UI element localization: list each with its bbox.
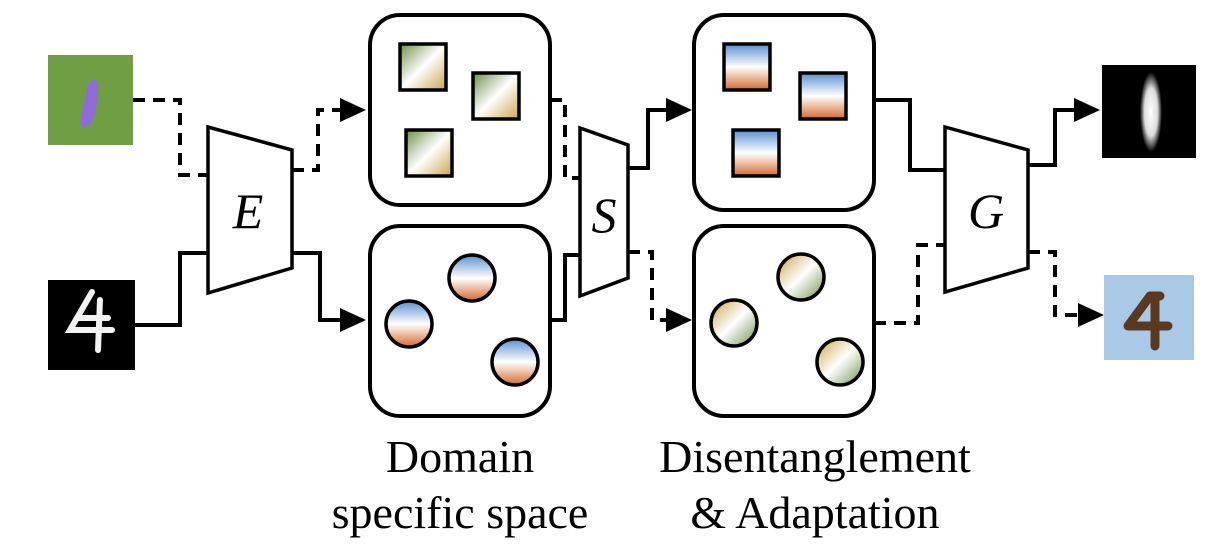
mnist-digit-glyph bbox=[1140, 72, 1162, 152]
separator-to-top-panel-connector bbox=[628, 108, 668, 170]
bottom-panel-to-separator-connector bbox=[550, 253, 582, 322]
generator-block: G bbox=[943, 124, 1030, 295]
arrow-head-icon bbox=[340, 98, 366, 122]
top-panel-to-separator-connector bbox=[550, 98, 582, 180]
gradient-square-icon bbox=[798, 71, 848, 121]
mnist-to-encoder-connector bbox=[135, 251, 210, 327]
separator-label: S bbox=[592, 187, 617, 243]
separator-to-bottom-panel-connector bbox=[628, 250, 668, 322]
gradient-square-icon bbox=[471, 71, 521, 121]
generator-label: G bbox=[968, 183, 1004, 239]
separator-block: S bbox=[578, 125, 630, 299]
gradient-circle-icon bbox=[815, 337, 865, 387]
output-svhn-image bbox=[1104, 275, 1194, 360]
gradient-circle-icon bbox=[490, 337, 540, 387]
caption-right-line1: Disentanglement bbox=[659, 431, 971, 482]
arrow-head-icon bbox=[1074, 98, 1100, 122]
svhn-to-encoder-connector bbox=[133, 98, 210, 177]
domain-specific-panel-circles bbox=[368, 224, 552, 418]
arrow-head-icon bbox=[666, 98, 692, 122]
encoder-to-bottom-panel-connector bbox=[292, 251, 345, 322]
encoder-to-top-panel-connector bbox=[292, 108, 345, 172]
gradient-square-icon bbox=[398, 42, 448, 92]
gradient-square-icon bbox=[404, 128, 454, 178]
gradient-circle-icon bbox=[384, 299, 434, 349]
caption-right-line2: & Adaptation bbox=[690, 487, 939, 538]
gradient-circle-icon bbox=[709, 298, 759, 348]
adaptation-panel-circles bbox=[692, 224, 876, 418]
input-mnist-image bbox=[48, 280, 135, 370]
adaptation-panel-squares bbox=[692, 13, 876, 212]
caption-left-line1: Domain bbox=[386, 431, 534, 482]
gradient-circle-icon bbox=[447, 253, 497, 303]
encoder-block: E bbox=[206, 124, 294, 296]
caption-left-line2: specific space bbox=[332, 487, 589, 538]
encoder-label: E bbox=[232, 183, 264, 239]
svhn-digit-glyph bbox=[80, 79, 99, 128]
domain-specific-panel-squares bbox=[368, 13, 552, 207]
gradient-square-icon bbox=[731, 128, 781, 178]
arrow-head-icon bbox=[666, 308, 692, 332]
gradient-circle-icon bbox=[776, 252, 826, 302]
generator-to-mnist-output-connector bbox=[1028, 108, 1078, 167]
svhn-digit-glyph bbox=[1123, 291, 1173, 351]
mnist-digit-glyph bbox=[64, 289, 115, 353]
bottom-panel-to-generator-connector bbox=[874, 243, 945, 325]
arrow-head-icon bbox=[1078, 303, 1104, 327]
output-mnist-image bbox=[1102, 65, 1196, 158]
top-panel-to-generator-connector bbox=[874, 98, 945, 172]
gradient-square-icon bbox=[722, 42, 772, 92]
arrow-head-icon bbox=[340, 308, 366, 332]
generator-to-svhn-output-connector bbox=[1028, 250, 1082, 317]
input-svhn-image bbox=[48, 55, 133, 145]
